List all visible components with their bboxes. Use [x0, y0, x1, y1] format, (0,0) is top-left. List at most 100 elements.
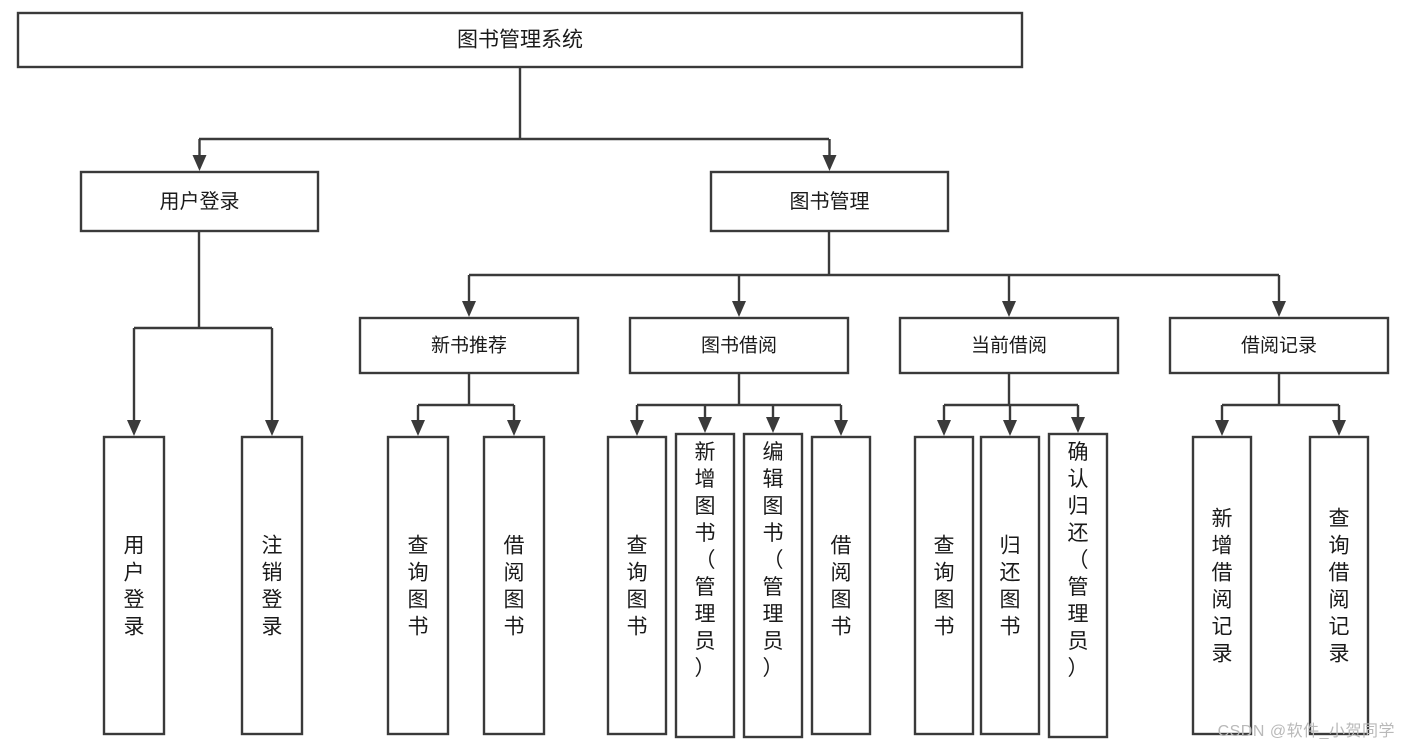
node-label: 用户登录: [160, 190, 240, 213]
node-label-char: 记: [1329, 616, 1350, 639]
node-label-char: 阅: [1329, 589, 1350, 612]
node-label-char: ）: [695, 657, 716, 680]
node-leaf-borrow-book-1[interactable]: 借阅图书借阅图书: [482, 435, 546, 736]
connector-arrow: [462, 275, 476, 317]
node-label-char: 图: [627, 589, 648, 612]
node-label-char: 新: [1212, 508, 1233, 531]
node-box: [1047, 432, 1109, 739]
node-label-char: 增: [1212, 535, 1233, 558]
connector-layer: [127, 67, 1346, 436]
node-book-borrow[interactable]: 图书借阅: [628, 316, 850, 375]
node-leaf-return-book[interactable]: 归还图书归还图书: [979, 435, 1041, 736]
node-label: 图书管理系统: [457, 29, 583, 52]
node-label-char: 阅: [831, 562, 852, 585]
node-leaf-query-book-3[interactable]: 查询图书查询图书: [913, 435, 975, 736]
node-borrow-record[interactable]: 借阅记录: [1168, 316, 1390, 375]
node-label-char: 图: [1000, 589, 1021, 612]
node-label-char: 书: [627, 616, 648, 639]
node-label: 当前借阅: [971, 335, 1047, 357]
node-label-char: 书: [831, 616, 852, 639]
node-box: [16, 11, 1024, 69]
connector-arrow: [127, 328, 141, 436]
connector-arrow: [1003, 405, 1017, 436]
node-label-char: 录: [124, 616, 145, 639]
node-label-char: 辑: [763, 468, 784, 491]
node-leaf-user-login[interactable]: 用户登录用户登录: [102, 435, 166, 736]
node-label-char: 借: [1212, 562, 1233, 585]
node-box: [979, 435, 1041, 736]
node-label-char: 还: [1068, 522, 1089, 545]
node-box: [358, 316, 580, 375]
node-label: 图书借阅: [701, 335, 777, 357]
node-label: 借阅记录: [1241, 335, 1317, 357]
connector-arrow: [1071, 405, 1085, 433]
node-label-char: 增: [695, 468, 716, 491]
node-label-char: 图: [408, 589, 429, 612]
node-label-char: 借: [831, 535, 852, 558]
node-label-char: ）: [763, 657, 784, 680]
node-label-char: 查: [627, 535, 648, 558]
node-box: [709, 170, 950, 233]
connector-arrow: [766, 405, 780, 433]
node-leaf-query-borrow-record[interactable]: 查询借阅记录查询借阅记录: [1308, 435, 1370, 736]
node-leaf-query-book-2[interactable]: 查询图书查询图书: [606, 435, 668, 736]
node-leaf-add-borrow-record[interactable]: 新增借阅记录新增借阅记录: [1191, 435, 1253, 736]
node-box: [1308, 435, 1370, 736]
node-label-char: 询: [1329, 535, 1350, 558]
node-current-borrow[interactable]: 当前借阅: [898, 316, 1120, 375]
connector-arrow: [507, 405, 521, 436]
node-user-login[interactable]: 用户登录: [79, 170, 320, 233]
node-label-char: 归: [1000, 535, 1021, 558]
node-label-char: 图: [695, 495, 716, 518]
node-label-char: 录: [1329, 643, 1350, 666]
node-label-char: 户: [124, 562, 145, 585]
node-box: [810, 435, 872, 736]
connector-bus: [134, 231, 272, 330]
node-label-char: 管: [763, 576, 784, 599]
node-label-char: 图: [763, 495, 784, 518]
node-label-char: 录: [1212, 643, 1233, 666]
node-label-char: 查: [934, 535, 955, 558]
connector-bus: [418, 373, 514, 407]
connector-bus: [637, 373, 841, 407]
node-new-book-recommend[interactable]: 新书推荐: [358, 316, 580, 375]
node-box: [386, 435, 450, 736]
node-label-char: 认: [1068, 468, 1089, 491]
node-layer: 图书管理系统用户登录图书管理新书推荐图书借阅当前借阅借阅记录用户登录用户登录注销…: [16, 11, 1390, 739]
node-label-char: 管: [695, 576, 716, 599]
node-label-char: 图: [504, 589, 525, 612]
node-box: [1168, 316, 1390, 375]
node-box: [674, 432, 736, 739]
watermark-text: CSDN @软件_小贺同学: [1217, 723, 1395, 740]
node-leaf-borrow-book-2[interactable]: 借阅图书借阅图书: [810, 435, 872, 736]
node-label-char: 阅: [504, 562, 525, 585]
node-label-char: 还: [1000, 562, 1021, 585]
connector-bus: [469, 231, 1279, 277]
node-book-manage[interactable]: 图书管理: [709, 170, 950, 233]
node-label-char: 用: [124, 535, 145, 558]
node-label-char: 询: [408, 562, 429, 585]
node-box: [628, 316, 850, 375]
node-leaf-query-book-1[interactable]: 查询图书查询图书: [386, 435, 450, 736]
connector-arrow: [265, 328, 279, 436]
node-box: [1191, 435, 1253, 736]
node-label-char: 理: [763, 603, 784, 626]
node-leaf-logout[interactable]: 注销登录注销登录: [240, 435, 304, 736]
node-label-char: 阅: [1212, 589, 1233, 612]
connector-arrow: [192, 139, 207, 171]
node-box: [102, 435, 166, 736]
node-label-char: 员: [763, 630, 784, 653]
node-label-char: 登: [124, 589, 145, 612]
node-label-char: 询: [934, 562, 955, 585]
node-root[interactable]: 图书管理系统: [16, 11, 1024, 69]
node-label-char: 查: [1329, 508, 1350, 531]
node-label-char: 图: [831, 589, 852, 612]
node-label-char: 借: [504, 535, 525, 558]
connector-arrow: [1215, 405, 1229, 436]
node-label-char: （: [1068, 549, 1089, 572]
connector-arrow: [411, 405, 425, 436]
